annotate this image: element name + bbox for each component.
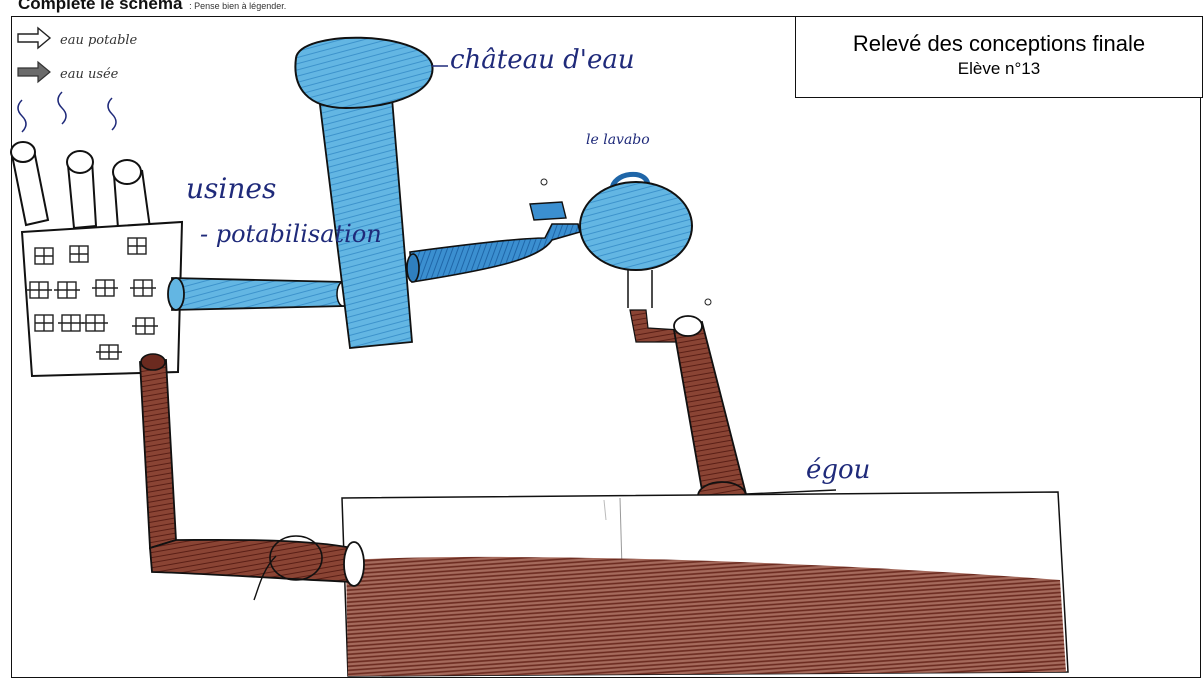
waste-water-pipe-factory-to-tank: [140, 354, 364, 600]
treatment-plant: [22, 222, 182, 376]
student-number: Elève n°13: [796, 59, 1202, 79]
label-treatment-plant-2: - potabilisation: [200, 220, 382, 248]
clean-water-pipe-factory-to-tower: [168, 278, 349, 310]
sink: [580, 174, 692, 308]
legend-label-waste-water: eau usée: [60, 67, 119, 82]
label-sewer: égou: [806, 455, 870, 485]
waste-water-arrow-icon: [18, 62, 50, 82]
sewer-tank: [342, 492, 1068, 676]
label-sink: le lavabo: [586, 132, 650, 148]
record-box: Relevé des conceptions finale Elève n°13: [795, 16, 1203, 98]
record-title: Relevé des conceptions finale: [796, 31, 1202, 57]
waste-water-pipe-sink-to-sewer: [630, 299, 746, 510]
label-water-tower: château d'eau: [450, 45, 635, 75]
legend: eau potable eau usée: [18, 28, 138, 82]
smoke-icon: [18, 92, 116, 132]
clean-water-pipe-tower-to-sink: [407, 179, 580, 282]
factory-chimneys: [11, 142, 150, 228]
legend-label-clean-water: eau potable: [60, 33, 138, 48]
clean-water-arrow-icon: [18, 28, 50, 48]
label-treatment-plant-1: usines: [186, 172, 276, 205]
